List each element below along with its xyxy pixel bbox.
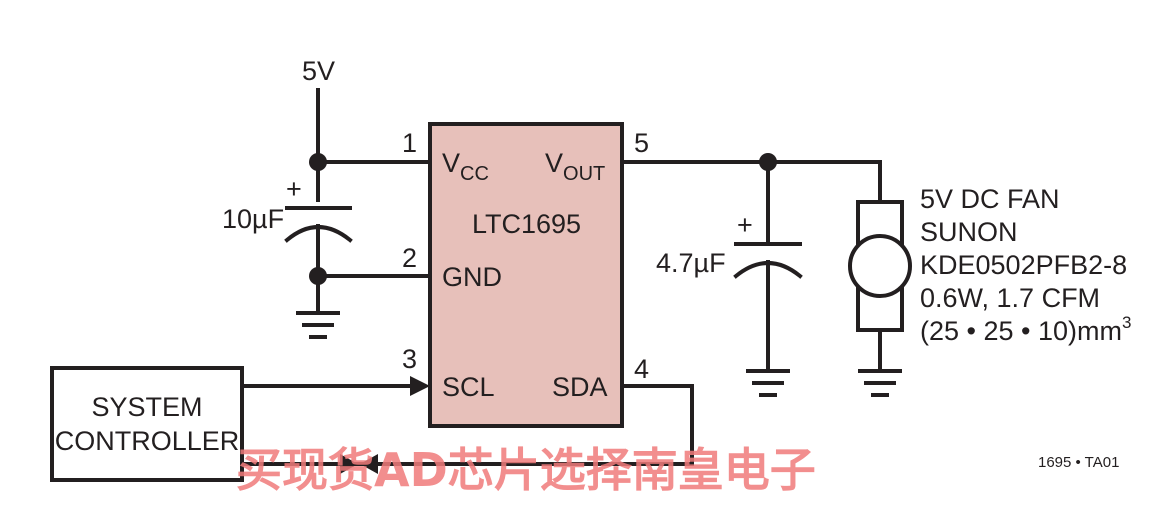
output-cap-value: 4.7µF	[656, 248, 726, 278]
sda-arrow-right-icon	[340, 454, 358, 474]
system-controller-box	[50, 366, 244, 482]
controller-line-2: CONTROLLER	[55, 426, 240, 456]
chip-name: LTC1695	[472, 209, 581, 239]
pin-number-3: 3	[402, 344, 417, 374]
pin-number-1: 1	[402, 128, 417, 158]
fan-line-1: 5V DC FAN	[920, 184, 1060, 214]
fan-motor-icon	[848, 234, 912, 298]
pin-number-4: 4	[634, 354, 649, 384]
pin-number-5: 5	[634, 128, 649, 158]
ground-symbol	[858, 369, 902, 397]
pin-label-sda: SDA	[552, 372, 608, 402]
sda-arrow-left-icon	[360, 454, 378, 474]
input-cap-value: 10µF	[222, 204, 284, 234]
fan-line-2: SUNON	[920, 217, 1018, 247]
fan-size-label: (25 • 25 • 10)mm3	[920, 313, 1131, 346]
pin-label-vout: VOUT	[545, 148, 605, 185]
pin-number-2: 2	[402, 243, 417, 273]
chip-body	[428, 122, 624, 428]
controller-line-1: SYSTEM	[91, 392, 202, 422]
figure-id: 1695 • TA01	[1038, 454, 1119, 471]
junction-dot	[309, 267, 327, 285]
fan-line-4: 0.6W, 1.7 CFM	[920, 283, 1100, 313]
fan-line-3: KDE0502PFB2-8	[920, 250, 1127, 280]
cap-polarity: +	[286, 174, 302, 204]
ground-symbol	[296, 311, 340, 339]
out-cap-polarity: +	[737, 210, 753, 240]
ground-symbol	[746, 369, 790, 397]
supply-label: 5V	[302, 56, 335, 86]
junction-dot	[309, 153, 327, 171]
pin-label-vcc: VCC	[442, 148, 489, 185]
scl-arrow-icon	[410, 376, 430, 396]
watermark-text: 买现货AD芯片选择南皇电子	[236, 443, 816, 497]
pin-label-gnd: GND	[442, 262, 502, 292]
pin-label-scl: SCL	[442, 372, 495, 402]
